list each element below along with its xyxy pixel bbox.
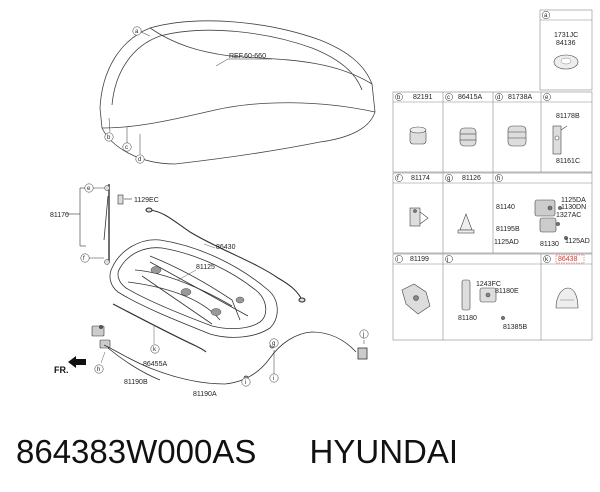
label-86430: 86430 (216, 244, 236, 251)
callout-c-text: c (125, 145, 128, 151)
callout-g-main (269, 338, 279, 348)
cell-j-part-1: 1243FC (476, 281, 501, 288)
hood-seal (145, 207, 306, 303)
parts-table (392, 9, 593, 341)
callout-d (135, 154, 145, 164)
label-86455A: 86455A (143, 361, 167, 368)
table-row-2: f 81174 g 81126 h 81140 1125DA 1130DN (395, 174, 590, 248)
cell-g-header: 81126 (462, 175, 481, 182)
cell-e-part-2: 81161C (556, 158, 580, 165)
cell-h-part-7: 81130 (540, 241, 559, 248)
callout-c (122, 142, 132, 152)
callout-k-main-text: k (153, 347, 157, 353)
callout-h-main-text: h (97, 367, 100, 373)
cell-d-header: 81738A (508, 94, 532, 101)
cell-g-key: g (447, 176, 450, 182)
rod-callouts (80, 183, 110, 265)
cushion-icon (459, 127, 477, 147)
callout-f-text: f (83, 256, 85, 262)
callout-k-main (150, 344, 160, 354)
cell-h-part-5: 81195B (496, 226, 520, 233)
cell-j-part-3: 81180 (458, 315, 477, 322)
table-cell-a: a 1731JC 84136 (541, 10, 579, 70)
rod-holder-icon (409, 207, 429, 227)
cell-e-part-1: 81178B (556, 113, 580, 120)
cell-k-key: k (545, 257, 549, 263)
cell-a-code-2: 84136 (556, 40, 576, 47)
callout-i-2 (269, 373, 279, 383)
callout-b-text: b (107, 135, 111, 141)
hood-parts-diagram: REF.60-660 a b c d e f 81170 1129EC (50, 9, 593, 398)
cell-h-part-1: 81140 (496, 204, 515, 211)
cell-j-part-2: 81180E (495, 288, 519, 295)
bumper-stop-icon (409, 126, 427, 145)
hood-latch (91, 325, 111, 349)
hood-inner-panel (109, 239, 278, 338)
cell-i-header: 81199 (410, 256, 429, 263)
cell-f-header: 81174 (411, 175, 430, 182)
cushion-large-icon (507, 125, 527, 147)
callout-j-main-text: j (362, 332, 364, 338)
cell-a-key: a (544, 13, 548, 19)
hood-rod-assembly (66, 184, 132, 262)
cell-b-key: b (397, 95, 401, 101)
cell-e-key: e (545, 95, 549, 101)
cell-a-code-1: 1731JC (554, 32, 578, 39)
cell-b-header: 82191 (413, 94, 433, 101)
callout-i-1-text: i (245, 380, 246, 386)
ref-label: REF.60-660 (229, 53, 266, 60)
cable-callouts (241, 329, 369, 387)
callout-h-main (94, 364, 104, 374)
release-cable (103, 331, 368, 385)
callout-i-1 (241, 377, 251, 387)
callout-d-text: d (138, 157, 141, 163)
label-81190B: 81190B (124, 379, 148, 386)
push-clip-icon (457, 213, 475, 234)
label-81190A: 81190A (193, 391, 217, 398)
label-81125: 81125 (196, 264, 215, 271)
label-81170: 81170 (50, 212, 69, 219)
label-1129EC: 1129EC (134, 197, 159, 204)
table-row-1: b 82191 c 86415A d 81738A e (395, 93, 580, 165)
cell-h-part-4: 1327AC (556, 212, 581, 219)
cell-c-key: c (447, 95, 450, 101)
part-caption: 864383W000AS HYUNDAI (16, 424, 586, 480)
callout-g-main-text: g (272, 341, 275, 347)
cell-j-key: j (446, 257, 448, 263)
part-number: 864383W000AS (16, 433, 257, 470)
front-arrow-icon (68, 356, 86, 368)
table-row-3: i 81199 j k 86438 1243FC 81180E 81180 81… (395, 254, 585, 331)
bracket-icon (401, 283, 431, 315)
brand-name: HYUNDAI (309, 433, 459, 470)
callout-e-text: e (87, 186, 91, 192)
cell-h-part-6: 1125AD (494, 239, 519, 246)
cell-h-part-8: 1125AD (565, 238, 590, 245)
callout-i-2-text: i (273, 376, 274, 382)
callout-a-text: a (135, 29, 139, 35)
inner-panel-pads (150, 266, 245, 316)
callout-b (104, 132, 114, 142)
cell-f-key: f (397, 176, 399, 182)
cell-h-key: h (497, 176, 500, 182)
cell-k-header: 86438 (558, 256, 578, 263)
hood-callouts (104, 26, 151, 164)
cell-j-part-4: 81385B (503, 324, 527, 331)
cell-h-part-2: 1125DA (561, 197, 586, 204)
callout-a (132, 26, 142, 36)
hinge-clip-icon (552, 125, 568, 155)
hood-weatherstrip-lower (112, 303, 207, 353)
cell-c-header: 86415A (458, 94, 482, 101)
latch-assembly-icon (534, 199, 568, 240)
callout-j-main (359, 329, 369, 339)
hood-panel (99, 20, 376, 165)
front-label: FR. (54, 365, 69, 375)
cell-h-part-3: 1130DN (561, 204, 586, 211)
cell-i-key: i (397, 257, 398, 263)
cell-d-key: d (497, 95, 500, 101)
release-handle-icon (461, 279, 505, 320)
cap-icon (555, 287, 579, 309)
